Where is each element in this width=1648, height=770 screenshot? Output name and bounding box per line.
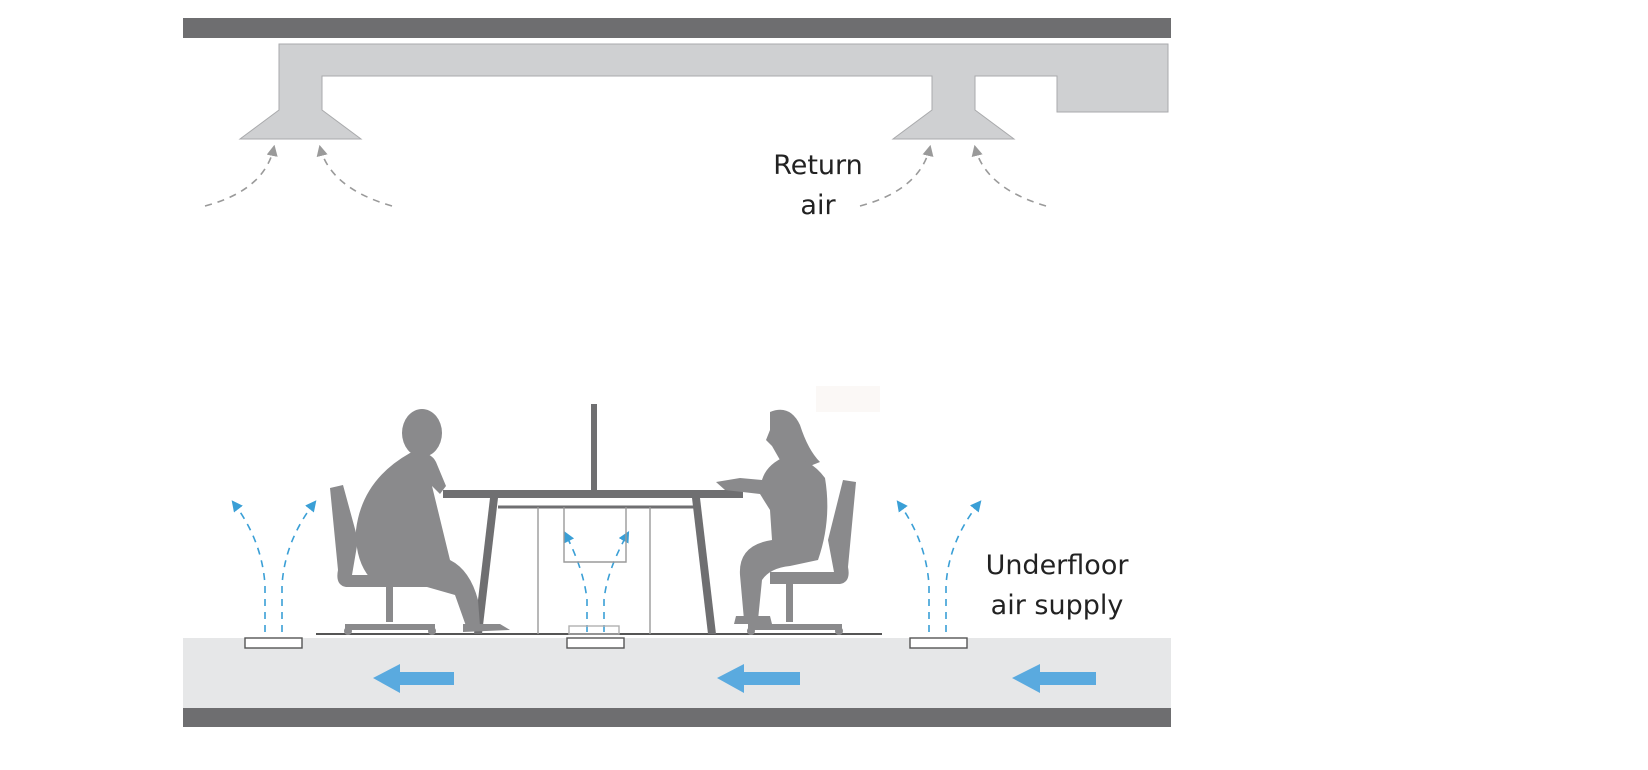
- desk-cable-tray: [537, 507, 651, 635]
- supply-air-plumes: [231, 500, 982, 632]
- person-right-silhouette: [716, 409, 856, 635]
- desk: [443, 404, 743, 634]
- return-air-label: Return air: [752, 146, 884, 226]
- person-left-silhouette: [330, 409, 510, 635]
- underfloor-label-line1: Underfloor: [985, 550, 1129, 581]
- plenum-flow-arrows: [373, 664, 1096, 693]
- return-air-label-line1: Return: [773, 150, 863, 181]
- return-air-duct: [238, 43, 1169, 140]
- return-air-arrows: [204, 144, 1047, 207]
- desk-leg-right: [692, 498, 716, 634]
- return-air-label-line2: air: [800, 190, 836, 221]
- floor-diffusers: [244, 637, 968, 649]
- underfloor-air-supply-label: Underfloor air supply: [972, 546, 1142, 626]
- floor-slab: [183, 708, 1171, 727]
- ceiling-slab: [183, 18, 1171, 38]
- underfloor-label-line2: air supply: [990, 590, 1124, 621]
- desk-top: [443, 490, 743, 498]
- smudge: [816, 386, 880, 412]
- desk-leg-left: [474, 498, 498, 634]
- underfloor-plenum: [183, 638, 1171, 708]
- privacy-screen: [591, 404, 597, 492]
